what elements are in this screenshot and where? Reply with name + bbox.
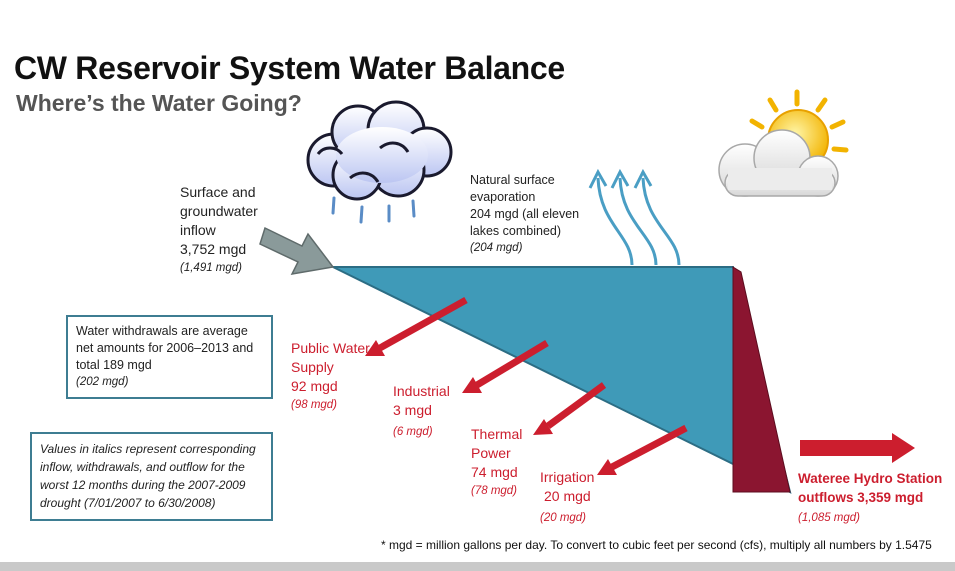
inflow-line3: inflow [180, 222, 216, 238]
withdrawal-arrows [365, 296, 688, 475]
withdrawals-line3: total 189 mgd [76, 358, 152, 372]
inflow-label: Surface and groundwater inflow 3,752 mgd… [180, 183, 258, 278]
inflow-worst: (1,491 mgd) [180, 262, 243, 274]
italics-note-box: Values in italics represent correspondin… [30, 432, 273, 521]
withdrawal-arrow-icon [462, 339, 549, 393]
withdrawals-note-box: Water withdrawals are average net amount… [66, 315, 273, 399]
public-water-label: Public Water Supply 92 mgd (98 mgd) [291, 339, 370, 415]
footnote: * mgd = million gallons per day. To conv… [381, 538, 932, 552]
public-water-worst: (98 mgd) [291, 399, 338, 411]
rain-icon [331, 196, 416, 224]
thermal-label: Thermal Power 74 mgd (78 mgd) [471, 425, 522, 501]
outflow-arrow-icon [800, 433, 915, 463]
italics-line4: drought (7/01/2007 to 6/30/2008) [40, 496, 216, 510]
withdrawals-worst: (202 mgd) [76, 376, 129, 388]
inflow-arrow-icon [259, 226, 335, 275]
withdrawals-line2: net amounts for 2006–2013 and [76, 341, 254, 355]
evap-line2: evaporation [470, 190, 536, 204]
evap-line1: Natural surface [470, 173, 555, 187]
page-title: CW Reservoir System Water Balance [14, 50, 565, 86]
irrigation-label: Irrigation 20 mgd (20 mgd) [540, 468, 594, 528]
inflow-line1: Surface and [180, 184, 256, 200]
italics-line1: Values in italics represent correspondin… [40, 442, 256, 456]
sun-cloud-icon [718, 89, 849, 197]
evaporation-label: Natural surface evaporation 204 mgd (all… [470, 172, 579, 257]
thermal-line1: Thermal [471, 426, 523, 442]
industrial-value: 3 mgd [393, 402, 432, 418]
industrial-label: Industrial 3 mgd (6 mgd) [393, 382, 450, 442]
bottom-divider [0, 562, 955, 571]
irrigation-worst: (20 mgd) [540, 512, 587, 524]
outflow-label: Wateree Hydro Station outflows 3,359 mgd… [798, 469, 942, 528]
outflow-line1: Wateree Hydro Station [798, 471, 943, 486]
withdrawal-arrow-icon [597, 424, 688, 475]
industrial-worst: (6 mgd) [393, 426, 433, 438]
evap-line4: lakes combined) [470, 224, 562, 238]
public-water-line1: Public Water [291, 340, 370, 356]
withdrawal-arrow-icon [533, 382, 607, 435]
outflow-line2: outflows 3,359 mgd [798, 490, 924, 505]
irrigation-value: 20 mgd [544, 488, 591, 504]
public-water-line2: Supply [291, 359, 334, 375]
inflow-value: 3,752 mgd [180, 241, 247, 257]
thermal-worst: (78 mgd) [471, 485, 518, 497]
cloud-icon [306, 100, 453, 201]
italics-line2: inflow, withdrawals, and outflow for the [40, 460, 245, 474]
public-water-value: 92 mgd [291, 378, 338, 394]
withdrawals-line1: Water withdrawals are average [76, 324, 248, 338]
page-subtitle: Where’s the Water Going? [16, 90, 302, 116]
outflow-worst: (1,085 mgd) [798, 512, 861, 524]
dam-shape [732, 266, 791, 493]
inflow-line2: groundwater [180, 203, 258, 219]
evap-line3: 204 mgd (all eleven [470, 207, 580, 221]
thermal-value: 74 mgd [471, 464, 518, 480]
evap-worst: (204 mgd) [470, 242, 523, 254]
industrial-line1: Industrial [393, 383, 450, 399]
irrigation-line1: Irrigation [540, 469, 595, 485]
withdrawal-arrow-icon [365, 296, 468, 356]
evaporation-arrows-icon [588, 168, 681, 266]
reservoir-shape [332, 266, 792, 494]
italics-line3: worst 12 months during the 2007-2009 [40, 478, 246, 492]
thermal-line2: Power [471, 445, 511, 461]
